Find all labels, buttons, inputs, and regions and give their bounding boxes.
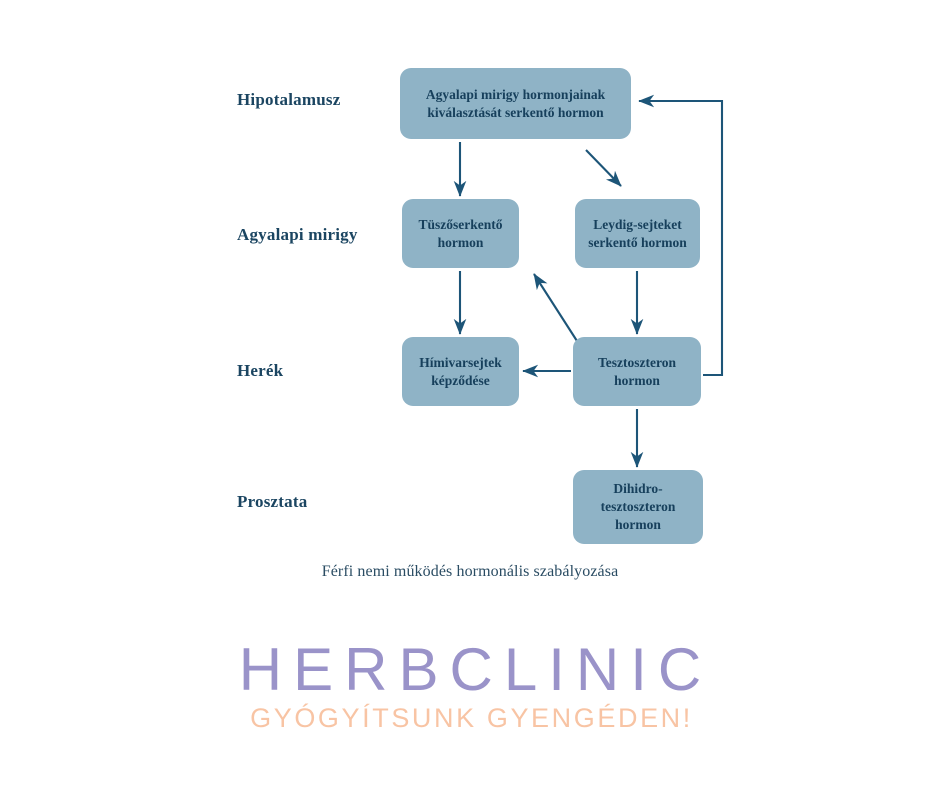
arrow-testosterone-to-fsh	[533, 273, 578, 342]
flow-node-lh[interactable]: Leydig-sejteket serkentő hormon	[575, 199, 700, 268]
flow-node-testosterone-line: hormon	[614, 372, 660, 388]
diagram-caption: Férfi nemi működés hormonális szabályozá…	[321, 563, 619, 580]
flow-node-fsh-line: Tüszőserkentő	[418, 216, 503, 232]
brand-logo: HERBCLINIC GYÓGYÍTSUNK GYENGÉDEN!	[0, 638, 940, 734]
row-label-4: Prosztata	[237, 492, 308, 511]
flow-node-fsh[interactable]: Tüszőserkentő hormon	[402, 199, 519, 268]
flow-node-fsh-line: hormon	[437, 234, 484, 250]
logo-wordmark: HERBCLINIC	[238, 636, 713, 703]
logo-tagline: GYÓGYÍTSUNK GYENGÉDEN!	[250, 703, 693, 733]
flow-node-gnrh-line: kiválasztását serkentő hormon	[427, 104, 604, 120]
flow-node-testosterone-line: Tesztoszteron	[598, 354, 676, 370]
flow-node-sperm-line: képződése	[431, 372, 490, 388]
row-label-1: Hipotalamusz	[237, 90, 341, 109]
row-label-3: Herék	[237, 361, 284, 380]
flow-node-testosterone[interactable]: Tesztoszteron hormon	[573, 337, 701, 406]
flow-node-gnrh-line: Agyalapi mirigy hormonjainak	[425, 86, 606, 102]
row-label-2: Agyalapi mirigy	[237, 225, 358, 244]
flow-node-dht-line: Dihidro-	[613, 481, 663, 497]
arrow-gnrh-to-lh	[585, 149, 622, 187]
flow-node-lh-line: serkentő hormon	[588, 234, 687, 250]
flow-node-gnrh[interactable]: Agyalapi mirigy hormonjainak kiválasztásá…	[400, 68, 631, 139]
flow-node-dht-line: tesztoszteron	[600, 499, 676, 515]
flow-node-sperm-line: Hímivarsejtek	[419, 354, 502, 370]
flow-node-sperm[interactable]: Hímivarsejtek képződése	[402, 337, 519, 406]
flow-node-dht-line: hormon	[615, 516, 661, 532]
flow-node-lh-line: Leydig-sejteket	[593, 216, 682, 232]
